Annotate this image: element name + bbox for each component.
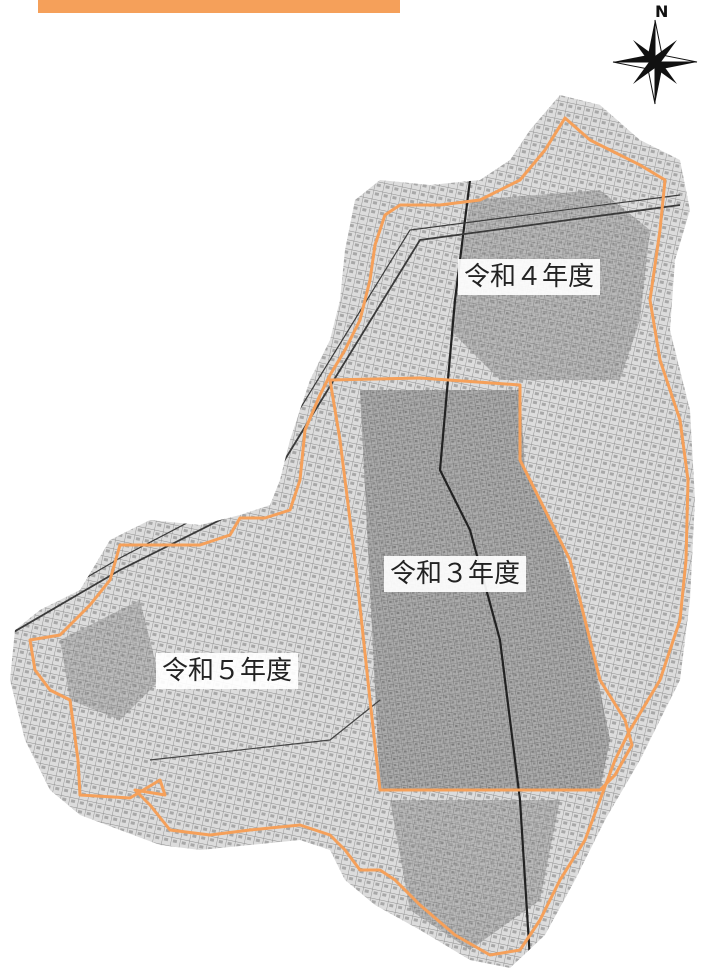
district-label-r5: 令和５年度 [156,653,299,689]
compass-north-label: N [655,2,669,21]
district-label-r3: 令和３年度 [384,556,527,592]
header-bar [38,0,400,13]
outer-boundary [28,116,690,957]
district-boundaries [28,116,690,957]
r3-boundary [328,376,634,792]
compass-rose-icon [612,19,698,105]
district-label-r4: 令和４年度 [458,259,601,295]
